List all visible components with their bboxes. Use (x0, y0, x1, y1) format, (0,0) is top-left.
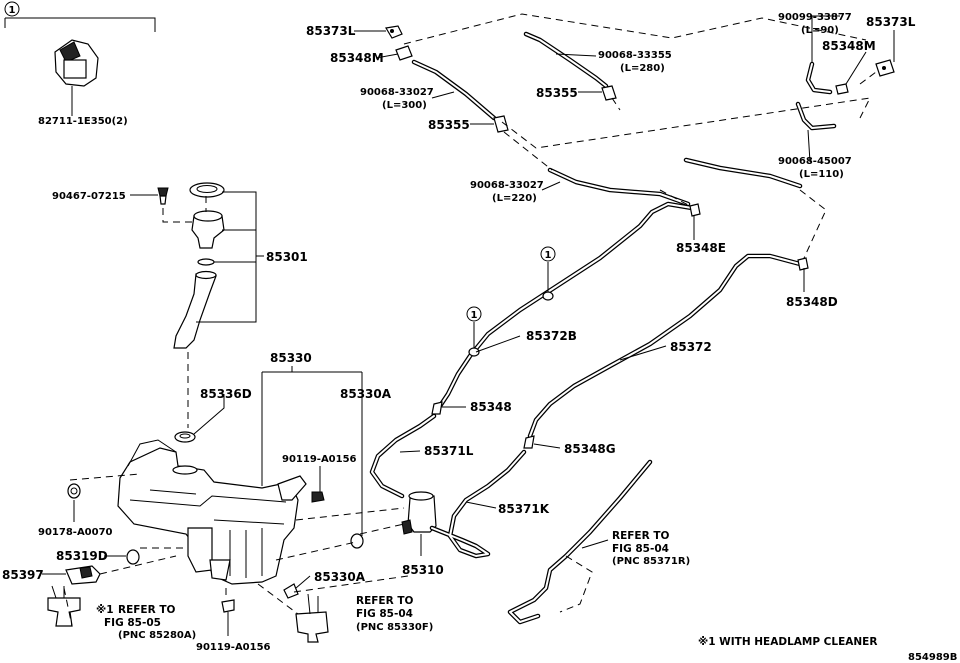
filler-pipe-icon (173, 270, 217, 349)
clip-90467-icon (157, 187, 169, 205)
refer-85371r-line2[interactable]: FIG 85-04 (612, 543, 669, 555)
filler-oring-icon (197, 258, 215, 266)
label-85319d[interactable]: 85319D (56, 549, 108, 563)
label-85348[interactable]: 85348 (470, 400, 512, 414)
figure-id: 854989B (908, 652, 957, 663)
label-90068-33355-length: (L=280) (620, 63, 665, 74)
label-90099-33877-length: (L=90) (801, 25, 839, 36)
hose-85371k (429, 449, 527, 559)
label-85310[interactable]: 85310 (402, 563, 444, 577)
hose-85371l (369, 413, 437, 499)
label-85355-mid[interactable]: 85355 (536, 86, 578, 100)
hose-85372b (437, 201, 695, 409)
label-85348d[interactable]: 85348D (786, 295, 838, 309)
label-90068-33027-b[interactable]: 90068-33027 (470, 180, 544, 191)
label-85330a-bottom[interactable]: 85330A (314, 570, 366, 584)
joint-85348m-top-icon (395, 45, 413, 61)
label-85372b[interactable]: 85372B (526, 329, 577, 343)
label-90119-a0156-top[interactable]: 90119-A0156 (282, 454, 357, 465)
label-90068-33027-b-length: (L=220) (492, 193, 537, 204)
refer-85330f-line1: REFER TO (356, 595, 414, 607)
filler-cap-icon (189, 182, 225, 198)
label-85372[interactable]: 85372 (670, 340, 712, 354)
label-90119-a0156-bottom[interactable]: 90119-A0156 (196, 642, 271, 653)
joint-85348-icon (431, 401, 443, 415)
label-85330[interactable]: 85330 (270, 351, 312, 365)
refer-85280a-line3: (PNC 85280A) (118, 630, 196, 641)
clamp-b-icon (468, 347, 480, 357)
joint-85348e-icon (689, 203, 701, 217)
hose-90068-33027-300 (411, 59, 497, 121)
label-90099-33877[interactable]: 90099-33877 (778, 12, 852, 23)
label-85355-left[interactable]: 85355 (428, 118, 470, 132)
grommet-85319d-icon (126, 549, 140, 565)
pump-cap-kit-icon (54, 39, 99, 112)
label-85371k[interactable]: 85371K (498, 502, 550, 516)
connector-85397-icon (65, 565, 101, 585)
refer-85371r-line1: REFER TO (612, 530, 670, 542)
label-85348m-right[interactable]: 85348M (822, 39, 876, 53)
footnote-headlamp-cleaner: ※1 WITH HEADLAMP CLEANER (698, 636, 877, 648)
label-85373l-top[interactable]: 85373L (306, 24, 356, 38)
hose-90068-33027-220 (547, 167, 691, 207)
label-90467-07215[interactable]: 90467-07215 (52, 191, 126, 202)
refer-85280a-line2[interactable]: FIG 85-05 (104, 617, 161, 629)
bracket-clip-icon (277, 475, 307, 501)
clamp-a-icon (542, 291, 554, 301)
grommet-85330a-bottom-icon (283, 583, 299, 599)
label-85371l[interactable]: 85371L (424, 444, 474, 458)
filler-inlet-icon (191, 210, 225, 249)
joint-85355-left-icon (493, 115, 509, 133)
label-85348m-top[interactable]: 85348M (330, 51, 384, 65)
pump-85330f-icon (295, 593, 329, 643)
label-90068-45007-length: (L=110) (799, 169, 844, 180)
hose-right-long (683, 157, 803, 189)
hose-85372 (527, 253, 803, 439)
bolt-90119-bottom-icon (221, 599, 235, 636)
joint-85348g-icon (523, 435, 535, 449)
label-90178-a0070[interactable]: 90178-A0070 (38, 527, 113, 538)
label-82711-1e350[interactable]: 82711-1E350(2) (38, 116, 128, 127)
nozzle-85373l-top-icon (385, 25, 403, 39)
hose-90068-45007 (795, 101, 837, 131)
hose-85371r (507, 459, 653, 625)
refer-85330f-line2[interactable]: FIG 85-04 (356, 608, 413, 620)
label-90068-33027-a-length: (L=300) (382, 100, 427, 111)
pump-85280a-icon (47, 585, 81, 627)
joint-85348m-right-icon (835, 83, 849, 95)
label-90068-33355[interactable]: 90068-33355 (598, 50, 672, 61)
hose-callout-marker-a: 1 (545, 250, 552, 261)
kit-callout-marker: 1 (9, 5, 16, 16)
grommet-85336d-icon (174, 431, 196, 443)
label-90068-33027-a[interactable]: 90068-33027 (360, 87, 434, 98)
grommet-90178-icon (67, 483, 81, 499)
label-85336d[interactable]: 85336D (200, 387, 252, 401)
refer-85371r-line3: (PNC 85371R) (612, 556, 690, 567)
kit-bracket (4, 1, 156, 32)
label-85397[interactable]: 85397 (2, 568, 44, 582)
joint-85348d-icon (797, 257, 809, 271)
nozzle-85373l-right-icon (875, 59, 895, 77)
refer-85330f-line3: (PNC 85330F) (356, 622, 433, 633)
pump-85310-icon (401, 491, 437, 535)
grommet-85330a-top-icon (350, 533, 364, 549)
label-85373l-right[interactable]: 85373L (866, 15, 916, 29)
label-85301[interactable]: 85301 (266, 250, 308, 264)
label-85330a-top[interactable]: 85330A (340, 387, 392, 401)
washer-tank-icon (117, 439, 299, 585)
hose-upper-90068-33355 (523, 31, 609, 89)
joint-85355-mid-icon (601, 85, 617, 101)
hose-90099-33877 (805, 61, 833, 95)
refer-85280a-mark: ※1 (96, 604, 114, 616)
label-90068-45007[interactable]: 90068-45007 (778, 156, 852, 167)
label-85348e[interactable]: 85348E (676, 241, 726, 255)
hose-callout-marker-b: 1 (471, 310, 478, 321)
bolt-90119-top-icon (311, 491, 325, 503)
label-85348g[interactable]: 85348G (564, 442, 616, 456)
refer-85280a-line1: REFER TO (118, 604, 176, 616)
